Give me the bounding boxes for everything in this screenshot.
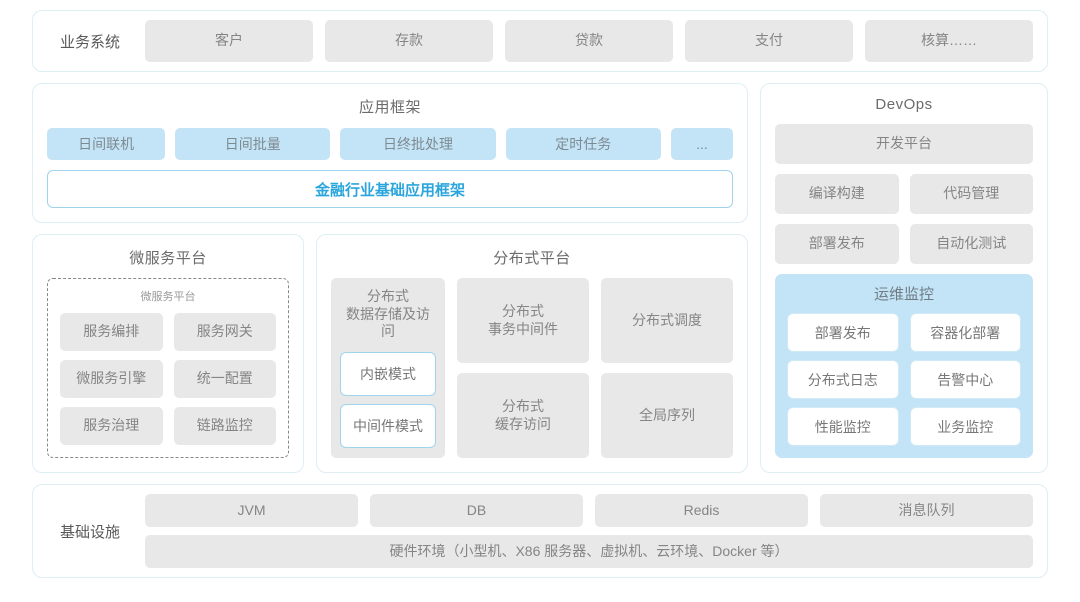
- distributed-mode-middleware[interactable]: 中间件模式: [340, 403, 437, 448]
- devops-item[interactable]: 自动化测试: [909, 224, 1033, 264]
- infrastructure-items-row: JVM DB Redis 消息队列: [145, 494, 1033, 527]
- distributed-item[interactable]: 分布式调度: [601, 278, 733, 363]
- microservice-item[interactable]: 统一配置: [173, 360, 276, 398]
- infrastructure-item[interactable]: JVM: [145, 494, 358, 527]
- lower-platform-row: 微服务平台 微服务平台 服务编排 服务网关 微服务引擎 统一配置 服务治理 链路…: [32, 234, 748, 473]
- infrastructure-item[interactable]: Redis: [595, 494, 808, 527]
- microservice-inner-label: 微服务平台: [140, 291, 196, 303]
- business-system-item[interactable]: 支付: [685, 20, 853, 62]
- devops-title: DevOps: [875, 96, 933, 113]
- devops-platform-card[interactable]: 开发平台: [775, 124, 1033, 164]
- ops-monitoring-item[interactable]: 性能监控: [787, 407, 899, 446]
- devops-item[interactable]: 部署发布: [775, 224, 899, 264]
- microservice-item[interactable]: 服务网关: [173, 313, 276, 351]
- infrastructure-item[interactable]: 消息队列: [820, 494, 1033, 527]
- app-framework-tag[interactable]: 日间联机: [47, 128, 166, 160]
- business-system-item[interactable]: 贷款: [505, 20, 673, 62]
- business-system-item[interactable]: 核算……: [865, 20, 1033, 62]
- ops-monitoring-item[interactable]: 告警中心: [909, 360, 1021, 399]
- app-framework-tag[interactable]: 日终批处理: [340, 128, 496, 160]
- microservice-item[interactable]: 微服务引擎: [60, 360, 163, 398]
- devops-panel: DevOps 开发平台 编译构建 代码管理 部署发布 自动化测试 运维监控 部署…: [760, 83, 1048, 473]
- devops-row: 部署发布 自动化测试: [775, 224, 1033, 264]
- middle-band: 应用框架 日间联机 日间批量 日终批处理 定时任务 ... 金融行业基础应用框架…: [32, 83, 1048, 473]
- distributed-mode-embedded[interactable]: 内嵌模式: [340, 351, 437, 396]
- financial-base-framework-banner: 金融行业基础应用框架: [47, 170, 733, 208]
- app-framework-tag-more[interactable]: ...: [670, 128, 733, 160]
- ops-monitoring-title: 运维监控: [873, 286, 934, 303]
- business-system-item[interactable]: 存款: [325, 20, 493, 62]
- microservice-platform-title: 微服务平台: [129, 250, 207, 267]
- distributed-data-storage-card[interactable]: 分布式 数据存储及访问 内嵌模式 中间件模式: [331, 278, 446, 458]
- business-systems-panel: 业务系统 客户 存款 贷款 支付 核算……: [32, 10, 1048, 72]
- microservice-dashed-container: 微服务平台 服务编排 服务网关 微服务引擎 统一配置 服务治理 链路监控: [47, 278, 289, 458]
- hardware-environment-bar[interactable]: 硬件环境（小型机、X86 服务器、虚拟机、云环境、Docker 等）: [145, 535, 1033, 568]
- devops-row: 编译构建 代码管理: [775, 174, 1033, 214]
- business-systems-label: 业务系统: [59, 33, 120, 51]
- app-framework-tag[interactable]: 定时任务: [505, 128, 661, 160]
- distributed-platform-panel: 分布式平台 分布式 数据存储及访问 内嵌模式 中间件模式 分布式 事务中间件 分…: [316, 234, 748, 473]
- platform-column: 应用框架 日间联机 日间批量 日终批处理 定时任务 ... 金融行业基础应用框架…: [32, 83, 748, 473]
- microservice-item[interactable]: 服务治理: [60, 407, 163, 445]
- devops-item[interactable]: 代码管理: [909, 174, 1033, 214]
- application-framework-title: 应用框架: [358, 99, 421, 116]
- devops-item[interactable]: 编译构建: [775, 174, 899, 214]
- application-framework-tags: 日间联机 日间批量 日终批处理 定时任务 ...: [47, 128, 733, 160]
- app-framework-tag[interactable]: 日间批量: [175, 128, 331, 160]
- distributed-item[interactable]: 分布式 缓存访问: [457, 373, 590, 458]
- distributed-data-storage-title: 分布式 数据存储及访问: [346, 288, 431, 339]
- application-framework-panel: 应用框架 日间联机 日间批量 日终批处理 定时任务 ... 金融行业基础应用框架: [32, 83, 748, 223]
- infrastructure-panel: 基础设施 JVM DB Redis 消息队列 硬件环境（小型机、X86 服务器、…: [32, 484, 1048, 578]
- distributed-items-grid: 分布式 数据存储及访问 内嵌模式 中间件模式 分布式 事务中间件 分布式调度 分…: [331, 278, 733, 458]
- ops-monitoring-item[interactable]: 分布式日志: [787, 360, 899, 399]
- ops-monitoring-item[interactable]: 容器化部署: [909, 313, 1021, 352]
- distributed-item[interactable]: 分布式 事务中间件: [457, 278, 590, 363]
- ops-monitoring-item[interactable]: 业务监控: [909, 407, 1021, 446]
- infrastructure-label: 基础设施: [59, 523, 120, 541]
- distributed-platform-title: 分布式平台: [493, 250, 571, 267]
- microservice-item[interactable]: 链路监控: [173, 407, 276, 445]
- infrastructure-item[interactable]: DB: [370, 494, 583, 527]
- microservice-item[interactable]: 服务编排: [60, 313, 163, 351]
- ops-monitoring-panel: 运维监控 部署发布 容器化部署 分布式日志 告警中心 性能监控 业务监控: [775, 274, 1033, 458]
- ops-monitoring-grid: 部署发布 容器化部署 分布式日志 告警中心 性能监控 业务监控: [787, 313, 1021, 446]
- distributed-item[interactable]: 全局序列: [601, 373, 733, 458]
- devops-column: DevOps 开发平台 编译构建 代码管理 部署发布 自动化测试 运维监控 部署…: [760, 83, 1048, 473]
- microservice-platform-panel: 微服务平台 微服务平台 服务编排 服务网关 微服务引擎 统一配置 服务治理 链路…: [32, 234, 304, 473]
- ops-monitoring-item[interactable]: 部署发布: [787, 313, 899, 352]
- infrastructure-stack: JVM DB Redis 消息队列 硬件环境（小型机、X86 服务器、虚拟机、云…: [145, 494, 1033, 568]
- business-system-item[interactable]: 客户: [145, 20, 313, 62]
- microservice-items-grid: 服务编排 服务网关 微服务引擎 统一配置 服务治理 链路监控: [60, 313, 276, 445]
